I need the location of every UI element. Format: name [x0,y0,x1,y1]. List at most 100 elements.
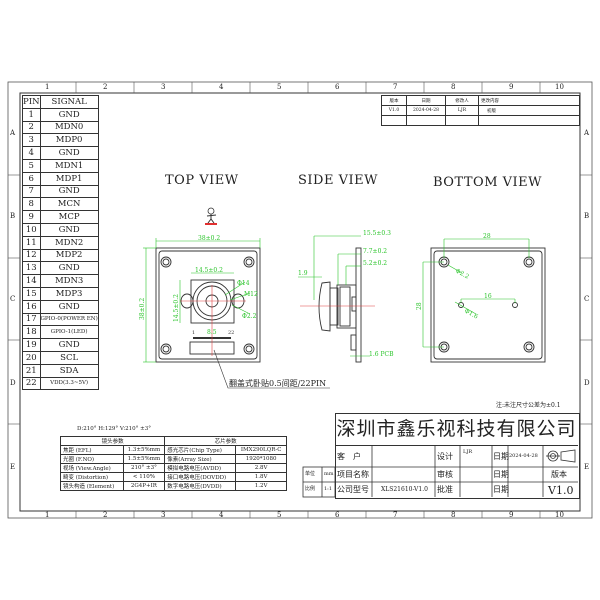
rev-cell: LJR [445,105,479,116]
signal-cell: MDP1 [39,171,99,186]
col-label: 4 [219,511,224,519]
review-label: 审核 [437,470,453,479]
param-cell: 接口电路电压(DOVDD) [164,472,237,482]
param-cell: 像素(Array Size) [164,454,237,464]
signal-cell: GND [39,261,99,276]
signal-cell: GND [39,299,99,314]
model-label: 公司型号 [337,485,369,494]
date-label: 日期 [493,452,509,461]
col-label: 3 [161,511,166,519]
row-label: E [10,463,16,471]
pin-cell: 18 [22,325,41,340]
side-holder-dim: 5.2±0.2 [363,260,387,267]
param-cell: 1.5±5%mm [122,454,166,464]
pin22-label: 22 [228,330,234,336]
top-height-dim: 38±0.2 [139,298,146,320]
connector-note: 翻盖式卧贴0.5间距/22PIN [229,379,327,388]
row-label: B [584,212,590,220]
row-label: B [10,212,16,220]
pin-hole-dim: Φ1.6 [463,308,479,321]
signal-cell: MDP3 [39,286,99,301]
param-row: 视场 (View.Angle)210° ±3°模拟电路电压(AVDD)2.8V [60,463,287,473]
signal-cell: SCL [39,350,99,365]
signal-cell: VDD(3.3~5V) [39,376,99,391]
lens-diameter-dim: Φ14 [237,280,250,287]
rev-cell: 初版 [478,105,580,116]
side-view-title: SIDE VIEW [298,173,378,188]
pin-cell: 4 [22,146,41,160]
param-row: 畸变 (Distortion)< 110%接口电路电压(DOVDD)1.8V [60,472,287,482]
signal-cell: MDN1 [39,158,99,173]
col-label: 4 [219,83,224,91]
signal-cell: MDN0 [39,120,99,135]
pin-cell: 15 [22,286,41,301]
col-label: 3 [161,83,166,91]
pin-cell: 11 [22,235,41,250]
fov-caption: D:210° H:129° V:210° ±3° [77,426,152,432]
pin-cell: 7 [22,184,41,199]
param-cell: < 110% [122,472,166,482]
col-label: 8 [451,83,456,91]
col-label: 6 [335,83,340,91]
model-value: XLS21610-V1.0 [381,486,428,493]
pin-cell: 10 [22,222,41,237]
row-label: D [584,379,590,387]
row-label: A [584,129,590,137]
bottom-view-title: BOTTOM VIEW [433,175,543,190]
top-view-title: TOP VIEW [165,173,239,188]
signal-cell: GND [39,338,99,352]
pin-cell: 14 [22,274,41,288]
scale-value: 1:1 [324,486,333,492]
col-label: 9 [509,83,514,91]
param-cell: 焦距 (EFL) [60,445,124,455]
approve-label: 批准 [437,485,453,494]
bottom-width-dim: 28 [483,233,491,240]
row-label: C [10,295,16,303]
col-label: 2 [103,83,108,91]
tolerance-note: 注:未注尺寸公差为±0.1 [496,402,561,409]
pin-header: PIN [22,95,41,109]
lens-width-dim: 14.5±0.2 [195,267,223,274]
pin-cell: 17 [22,312,41,327]
rev-cell: 2024-04-28 [406,105,446,116]
pcb-thickness-dim: 1.6 PCB [369,351,394,358]
rev-cell: V1.0 [381,105,407,116]
col-label: 5 [277,511,282,519]
unit-label: 单位 [305,471,316,477]
param-cell: 畸变 (Distortion) [60,472,124,482]
signal-cell: MDN3 [39,274,99,288]
signal-cell: MCN [39,197,99,212]
param-cell: 视场 (View.Angle) [60,463,124,473]
design-label: 设计 [437,452,453,461]
col-label: 5 [277,83,282,91]
param-cell: 1.2V [235,481,287,491]
rev-header: 修改人 [445,95,479,106]
lens-height-dim: 14.5±0.2 [173,294,180,322]
side-view-drawing [318,247,362,363]
pin-cell: 19 [22,338,41,352]
customer-label: 客 户 [337,452,361,461]
rev-header: 版本 [381,95,407,106]
col-label: 1 [45,83,50,91]
col-label: 10 [555,83,564,91]
row-label: C [584,295,590,303]
signal-cell: GPIO-1(LED) [39,325,99,340]
pin-cell: 8 [22,197,41,212]
